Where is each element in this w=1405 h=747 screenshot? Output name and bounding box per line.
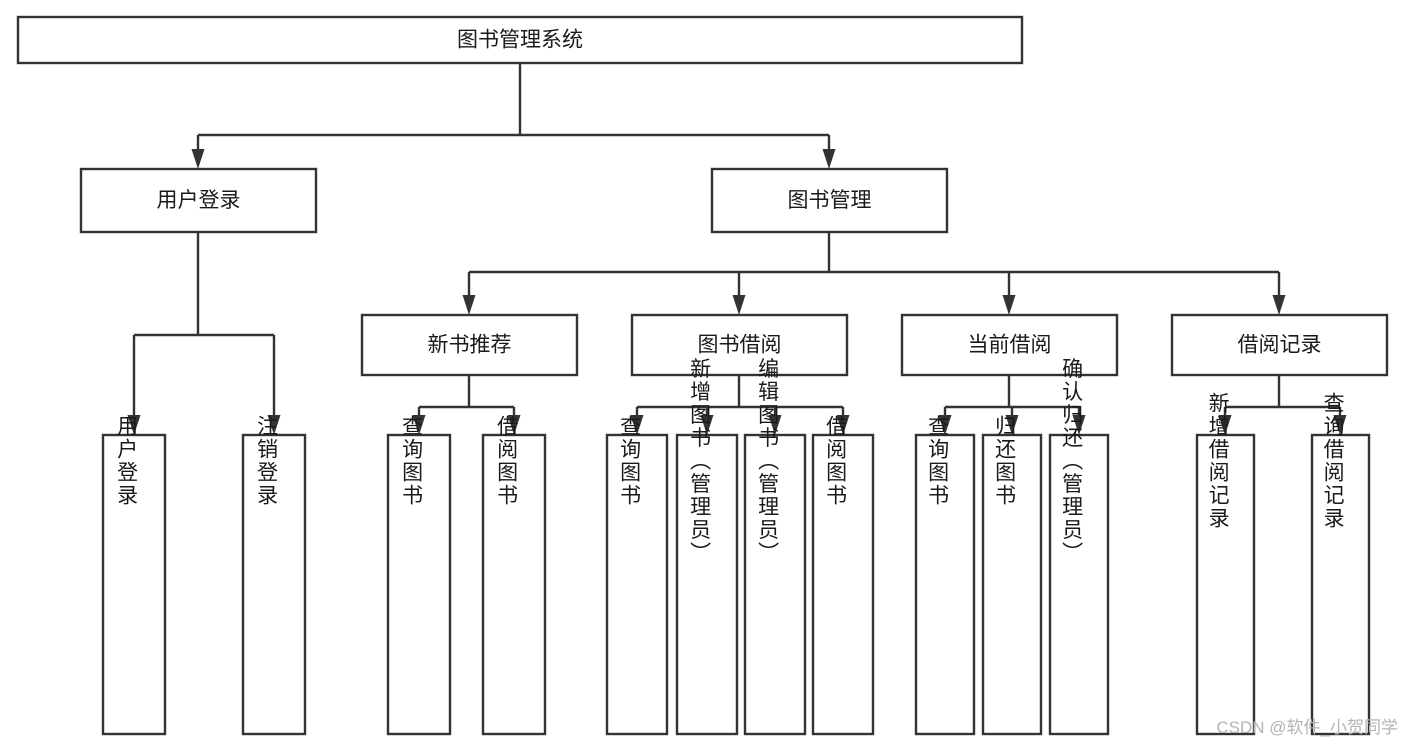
node-box-leaf-borrow-book-1 [481, 433, 547, 736]
node-leaf-borrow-book-1[interactable]: 借阅图书 [481, 415, 547, 736]
node-user-login[interactable]: 用户登录 [79, 167, 318, 234]
node-box-user-login [79, 167, 318, 234]
connector-root-to-level2 [191, 63, 836, 169]
node-label-book-manage: 图书管理 [788, 189, 872, 212]
node-box-borrow-record [1170, 313, 1389, 377]
node-label-leaf-query-record: 查询借阅记录 [1321, 392, 1345, 530]
node-label-root: 图书管理系统 [457, 29, 583, 52]
node-box-book-borrow [630, 313, 849, 377]
node-book-borrow[interactable]: 图书借阅 [630, 313, 849, 377]
node-leaf-add-book[interactable]: 新增图书（管理员） [675, 358, 739, 736]
node-box-leaf-return-book [981, 433, 1043, 736]
node-label-user-login: 用户登录 [157, 189, 241, 212]
node-label-leaf-borrow-book-2: 借阅图书 [824, 415, 848, 507]
node-label-leaf-add-record: 新增借阅记录 [1206, 392, 1230, 530]
node-leaf-confirm-return[interactable]: 确认归还（管理员） [1048, 358, 1110, 736]
node-leaf-query-record[interactable]: 查询借阅记录 [1310, 392, 1371, 736]
node-leaf-edit-book[interactable]: 编辑图书（管理员） [743, 358, 807, 736]
node-box-leaf-query-book-2 [605, 433, 669, 736]
connectors-layer [127, 63, 1347, 435]
node-box-root [16, 15, 1024, 65]
node-label-current-borrow: 当前借阅 [968, 334, 1052, 357]
node-label-leaf-logout: 注销登录 [255, 415, 279, 507]
node-root[interactable]: 图书管理系统 [16, 15, 1024, 65]
node-leaf-borrow-book-2[interactable]: 借阅图书 [811, 415, 875, 736]
connector-borrow-record-to-leaves [1218, 375, 1347, 435]
connector-new-book-rec-to-leaves [412, 375, 521, 435]
connector-user-login-to-leaves [127, 232, 281, 435]
node-leaf-user-login[interactable]: 用户登录 [101, 415, 167, 736]
node-borrow-record[interactable]: 借阅记录 [1170, 313, 1389, 377]
node-label-leaf-user-login: 用户登录 [115, 415, 139, 507]
node-label-leaf-query-book-3: 查询图书 [926, 415, 950, 507]
node-label-new-book-rec: 新书推荐 [428, 334, 512, 357]
connector-current-borrow-to-leaves [938, 375, 1086, 435]
node-leaf-query-book-2[interactable]: 查询图书 [605, 415, 669, 736]
node-box-leaf-query-record [1310, 433, 1371, 736]
node-box-leaf-edit-book [743, 433, 807, 736]
node-leaf-logout[interactable]: 注销登录 [241, 415, 307, 736]
node-box-leaf-query-book-3 [914, 433, 976, 736]
node-box-book-manage [710, 167, 949, 234]
node-box-leaf-add-record [1195, 433, 1256, 736]
node-box-leaf-query-book-1 [386, 433, 452, 736]
node-new-book-rec[interactable]: 新书推荐 [360, 313, 579, 377]
node-leaf-return-book[interactable]: 归还图书 [981, 415, 1043, 736]
node-box-leaf-logout [241, 433, 307, 736]
node-box-leaf-add-book [675, 433, 739, 736]
node-leaf-add-record[interactable]: 新增借阅记录 [1195, 392, 1256, 736]
node-current-borrow[interactable]: 当前借阅 [900, 313, 1119, 377]
node-label-leaf-confirm-return: 确认归还（管理员） [1060, 358, 1084, 565]
node-box-new-book-rec [360, 313, 579, 377]
node-label-leaf-query-book-2: 查询图书 [618, 415, 642, 507]
node-label-leaf-return-book: 归还图书 [993, 415, 1017, 507]
csdn-watermark: CSDN @软件_小贺同学 [1216, 718, 1398, 737]
node-leaf-query-book-1[interactable]: 查询图书 [386, 415, 452, 736]
node-box-leaf-borrow-book-2 [811, 433, 875, 736]
nodes-layer: 图书管理系统用户登录图书管理新书推荐图书借阅当前借阅借阅记录用户登录注销登录查询… [16, 15, 1389, 736]
node-label-book-borrow: 图书借阅 [698, 334, 782, 357]
connector-book-manage-to-level3 [462, 232, 1286, 315]
node-leaf-query-book-3[interactable]: 查询图书 [914, 415, 976, 736]
node-label-leaf-add-book: 新增图书（管理员） [688, 358, 712, 565]
connector-book-borrow-to-leaves [630, 375, 850, 435]
node-book-manage[interactable]: 图书管理 [710, 167, 949, 234]
node-box-leaf-confirm-return [1048, 433, 1110, 736]
node-label-leaf-query-book-1: 查询图书 [400, 415, 424, 507]
node-box-current-borrow [900, 313, 1119, 377]
node-label-borrow-record: 借阅记录 [1238, 334, 1322, 357]
node-label-leaf-borrow-book-1: 借阅图书 [495, 415, 519, 507]
node-label-leaf-edit-book: 编辑图书（管理员） [756, 358, 780, 565]
node-box-leaf-user-login [101, 433, 167, 736]
